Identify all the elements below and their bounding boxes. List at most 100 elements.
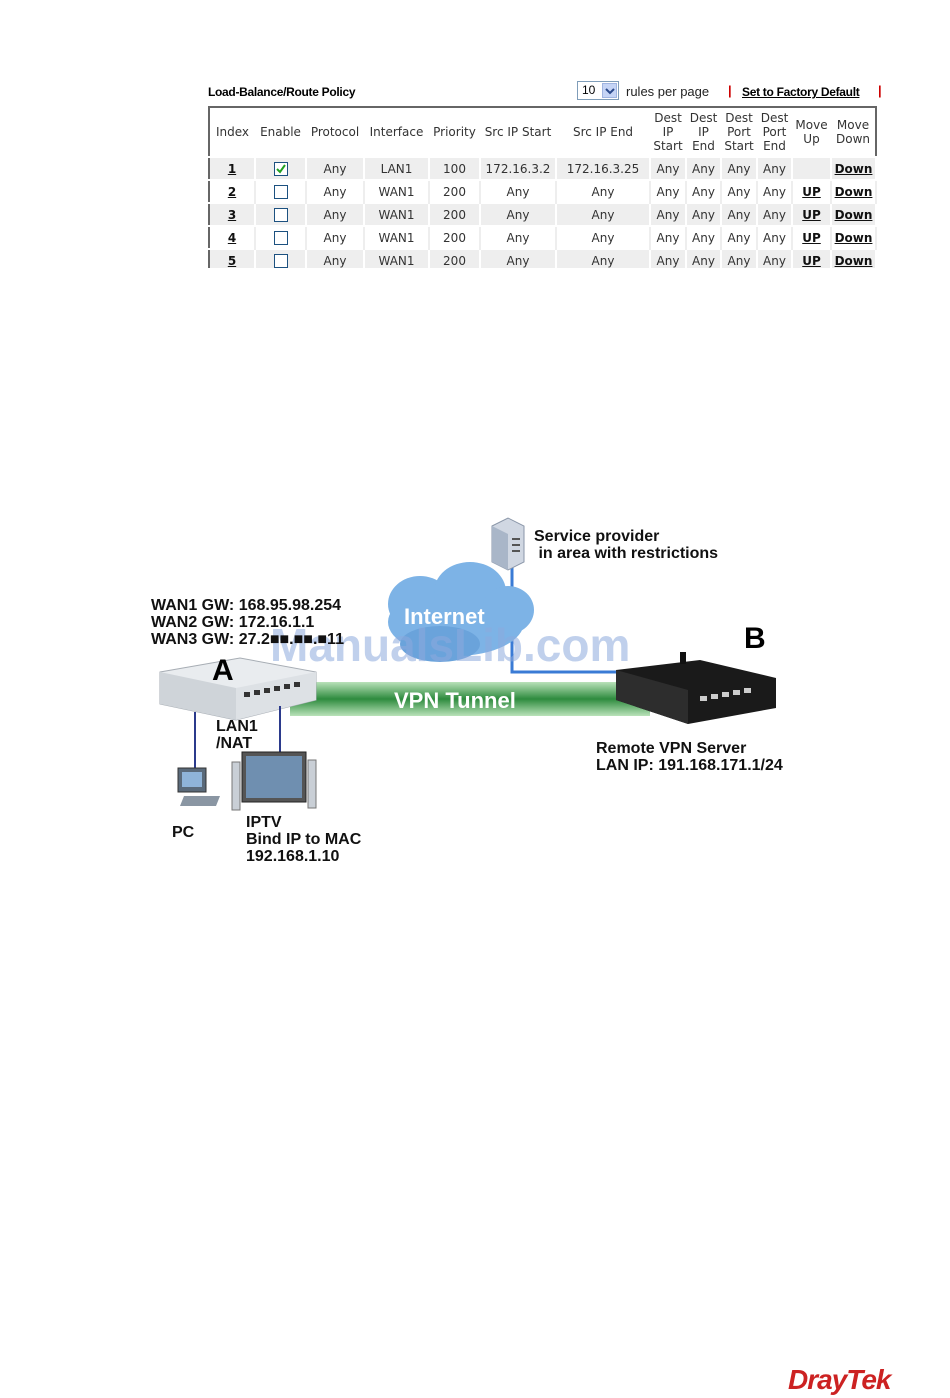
interface-cell: WAN1 xyxy=(364,179,430,203)
src-ip-start-cell: Any xyxy=(480,248,557,271)
dest-port-end-cell: Any xyxy=(757,179,793,203)
enable-cell xyxy=(255,156,307,180)
rule-index-link[interactable]: 4 xyxy=(209,225,256,249)
dest-port-start-cell: Any xyxy=(721,248,758,271)
enable-checkbox[interactable] xyxy=(273,184,288,199)
lan-nat-label: LAN1 /NAT xyxy=(216,718,258,752)
enable-checkbox[interactable] xyxy=(273,207,288,222)
dest-ip-end-cell: Any xyxy=(686,248,722,271)
dest-port-start-cell: Any xyxy=(721,179,758,203)
dest-port-start-cell: Any xyxy=(721,202,758,226)
policy-title: Load-Balance/Route Policy xyxy=(208,85,356,99)
col-dest-port-start: Dest Port Start xyxy=(724,111,754,153)
priority-cell: 200 xyxy=(429,179,481,203)
dest-ip-end-cell: Any xyxy=(686,179,722,203)
protocol-cell: Any xyxy=(306,202,365,226)
enable-checkbox[interactable] xyxy=(273,230,288,245)
table-row: 1 Any LAN1 100 172.16.3.2 172.16.3.25 An… xyxy=(209,156,877,180)
rule-index-link[interactable]: 1 xyxy=(209,156,256,180)
enable-checkbox[interactable] xyxy=(273,253,288,268)
vpn-tunnel-label: VPN Tunnel xyxy=(394,688,516,713)
move-up-link[interactable]: UP xyxy=(792,179,832,203)
dest-ip-start-cell: Any xyxy=(650,202,687,226)
internet-cloud-icon xyxy=(388,562,534,662)
watermark: ManualsLib.com xyxy=(270,619,631,671)
remote-vpn-label: Remote VPN Server LAN IP: 191.168.171.1/… xyxy=(596,740,783,774)
router-a-label: A xyxy=(212,654,234,687)
network-diagram: ManualsLib.com Service provider in area … xyxy=(140,512,840,882)
screenshot-crop-edge xyxy=(206,268,888,278)
move-down-link[interactable]: Down xyxy=(831,156,877,180)
protocol-cell: Any xyxy=(306,179,365,203)
policy-header: Load-Balance/Route Policy 10 rules per p… xyxy=(208,80,884,104)
priority-cell: 100 xyxy=(429,156,481,180)
src-ip-end-cell: 172.16.3.25 xyxy=(556,156,651,180)
move-down-link[interactable]: Down xyxy=(831,248,877,271)
wan-gateways-label: WAN1 GW: 168.95.98.254 WAN2 GW: 172.16.1… xyxy=(151,597,344,648)
src-ip-end-cell: Any xyxy=(556,225,651,249)
chevron-down-icon[interactable] xyxy=(602,83,617,98)
rule-index-link[interactable]: 2 xyxy=(209,179,256,203)
dest-port-end-cell: Any xyxy=(757,248,793,271)
dest-ip-start-cell: Any xyxy=(650,156,687,180)
move-down-link[interactable]: Down xyxy=(831,179,877,203)
rules-per-page-select[interactable]: 10 xyxy=(577,81,619,100)
policy-table-header: Index Enable Protocol Interface Priority… xyxy=(209,107,876,157)
dest-port-start-cell: Any xyxy=(721,156,758,180)
move-up-link[interactable]: UP xyxy=(792,248,832,271)
router-a-icon xyxy=(159,657,317,721)
move-down-link[interactable]: Down xyxy=(831,202,877,226)
dest-ip-start-cell: Any xyxy=(650,179,687,203)
internet-label: Internet xyxy=(404,604,485,629)
interface-cell: WAN1 xyxy=(364,248,430,271)
src-ip-start-cell: Any xyxy=(480,225,557,249)
src-ip-start-cell: 172.16.3.2 xyxy=(480,156,557,180)
priority-cell: 200 xyxy=(429,248,481,271)
move-up-link[interactable]: UP xyxy=(792,202,832,226)
rule-index-link[interactable]: 3 xyxy=(209,202,256,226)
router-b-label: B xyxy=(744,622,766,655)
pc-icon xyxy=(177,767,220,806)
enable-checkbox[interactable] xyxy=(273,161,288,176)
set-factory-default-link[interactable]: Set to Factory Default xyxy=(742,85,860,99)
protocol-cell: Any xyxy=(306,248,365,271)
col-dest-ip-start: Dest IP Start xyxy=(653,111,683,153)
table-row: 3 Any WAN1 200 Any Any Any Any Any Any U… xyxy=(209,202,877,226)
move-up-link xyxy=(792,156,832,180)
enable-cell xyxy=(255,225,307,249)
dest-ip-end-cell: Any xyxy=(686,156,722,180)
priority-cell: 200 xyxy=(429,202,481,226)
col-priority: Priority xyxy=(433,125,476,139)
dest-port-end-cell: Any xyxy=(757,202,793,226)
col-enable: Enable xyxy=(260,125,301,139)
col-move-up: Move Up xyxy=(795,118,828,146)
enable-cell xyxy=(255,202,307,226)
src-ip-start-cell: Any xyxy=(480,179,557,203)
rules-per-page-value: 10 xyxy=(582,83,596,97)
col-interface: Interface xyxy=(369,125,424,139)
col-index: Index xyxy=(215,125,250,139)
dest-port-start-cell: Any xyxy=(721,225,758,249)
interface-cell: LAN1 xyxy=(364,156,430,180)
rule-index-link[interactable]: 5 xyxy=(209,248,256,271)
protocol-cell: Any xyxy=(306,156,365,180)
src-ip-end-cell: Any xyxy=(556,179,651,203)
interface-cell: WAN1 xyxy=(364,225,430,249)
dest-ip-start-cell: Any xyxy=(650,248,687,271)
dest-port-end-cell: Any xyxy=(757,156,793,180)
col-src-ip-end: Src IP End xyxy=(572,125,634,139)
col-src-ip-start: Src IP Start xyxy=(484,125,552,139)
service-provider-label: Service provider in area with restrictio… xyxy=(534,528,719,562)
router-b-icon xyxy=(616,652,776,724)
server-icon xyxy=(491,517,525,571)
dest-ip-end-cell: Any xyxy=(686,225,722,249)
col-dest-port-end: Dest Port End xyxy=(760,111,789,153)
move-down-link[interactable]: Down xyxy=(831,225,877,249)
table-row: 5 Any WAN1 200 Any Any Any Any Any Any U… xyxy=(209,248,877,271)
dest-port-end-cell: Any xyxy=(757,225,793,249)
col-move-down: Move Down xyxy=(835,118,870,146)
move-up-link[interactable]: UP xyxy=(792,225,832,249)
separator: | xyxy=(728,83,732,98)
interface-cell: WAN1 xyxy=(364,202,430,226)
dest-ip-start-cell: Any xyxy=(650,225,687,249)
